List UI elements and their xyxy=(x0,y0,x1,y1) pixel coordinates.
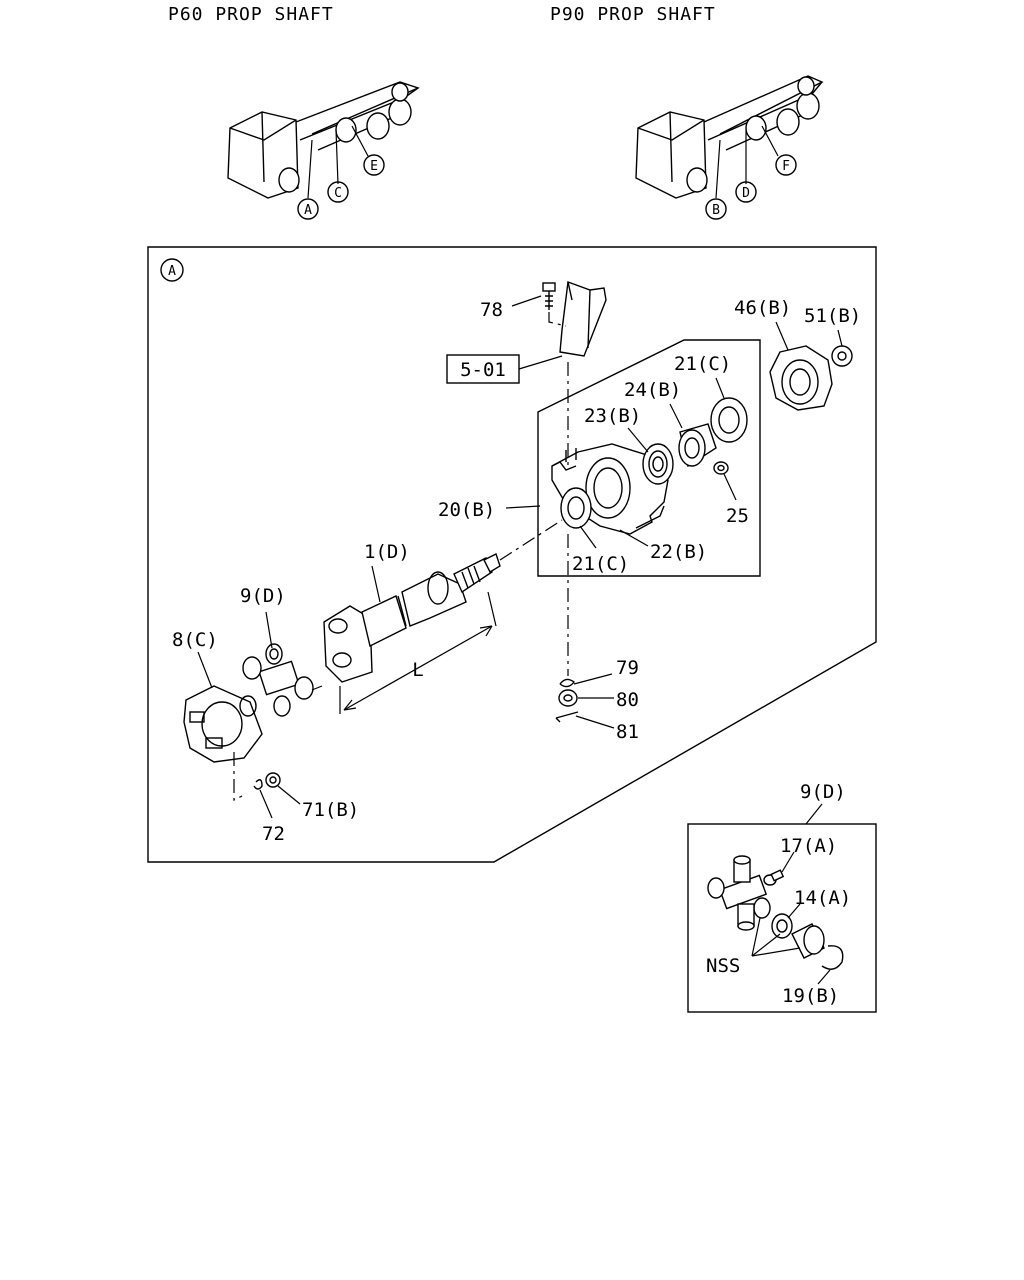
main-callout: A xyxy=(168,264,176,279)
flange-yoke-8c xyxy=(183,685,263,763)
label-79: 79 xyxy=(616,657,639,679)
centerline-joint xyxy=(311,685,323,691)
inset-label-nss: NSS xyxy=(706,955,740,977)
header-left: P60 PROP SHAFT xyxy=(168,4,334,25)
label-21c-top: 21(C) xyxy=(674,353,731,375)
inset-frame xyxy=(687,823,877,1013)
main-view-frame xyxy=(147,246,877,863)
inset-title: 9(D) xyxy=(800,781,846,803)
label-20b: 20(B) xyxy=(438,499,495,521)
label-81: 81 xyxy=(616,721,639,743)
callout-b-right: B xyxy=(712,203,720,218)
reference-box-label: 5-01 xyxy=(460,359,506,381)
label-46b: 46(B) xyxy=(734,297,791,319)
leader-lines xyxy=(197,295,843,819)
inset-label-17a: 17(A) xyxy=(780,835,837,857)
universal-joint-9d xyxy=(242,643,314,717)
bearing-23b xyxy=(642,443,674,485)
header-right: P90 PROP SHAFT xyxy=(550,4,716,25)
washer-79 xyxy=(559,678,575,688)
label-1d: 1(D) xyxy=(364,541,410,563)
inset-seal-14a xyxy=(771,913,793,939)
truck-right xyxy=(635,75,824,220)
inset-bearing-cup xyxy=(791,923,825,959)
label-21c-bottom: 21(C) xyxy=(572,553,629,575)
callout-c-left: C xyxy=(334,186,342,201)
centerline-shaft xyxy=(499,519,563,561)
nut-71b xyxy=(265,772,281,788)
label-25: 25 xyxy=(726,505,749,527)
label-24b: 24(B) xyxy=(624,379,681,401)
prop-shaft-1d xyxy=(323,553,501,683)
flange-46b xyxy=(769,345,833,411)
seal-21c-upper xyxy=(710,397,748,443)
label-9d: 9(D) xyxy=(240,585,286,607)
callout-a-left: A xyxy=(304,203,312,218)
dimension-l-label: L xyxy=(412,659,423,681)
inset-label-14a: 14(A) xyxy=(794,887,851,909)
centerline-yoke xyxy=(233,752,243,801)
label-72: 72 xyxy=(262,823,285,845)
label-22b: 22(B) xyxy=(650,541,707,563)
label-78: 78 xyxy=(480,299,503,321)
main-callout-circle xyxy=(160,258,184,282)
nut-80 xyxy=(558,689,578,707)
callout-e-left: E xyxy=(370,159,378,174)
seal-21c-lower xyxy=(560,487,592,529)
label-23b: 23(B) xyxy=(584,405,641,427)
pin-81 xyxy=(555,711,579,723)
nut-25 xyxy=(713,461,729,475)
bracket-5-01 xyxy=(542,281,607,357)
dimension-l xyxy=(339,591,497,714)
label-71b: 71(B) xyxy=(302,799,359,821)
sleeve-24b xyxy=(678,423,717,468)
inset-grease-nipple xyxy=(763,869,785,886)
label-8c: 8(C) xyxy=(172,629,218,651)
callout-f-right: F xyxy=(782,159,790,174)
bearing-subframe xyxy=(537,339,761,577)
inset-snap-ring-19b xyxy=(821,945,844,970)
inset-label-19b: 19(B) xyxy=(782,985,839,1007)
label-80: 80 xyxy=(616,689,639,711)
callout-d-right: D xyxy=(742,186,750,201)
inset-joint-cross xyxy=(707,855,771,931)
label-51b: 51(B) xyxy=(804,305,861,327)
nut-51b xyxy=(831,345,853,367)
truck-left xyxy=(227,81,420,220)
pin-72 xyxy=(253,779,263,790)
